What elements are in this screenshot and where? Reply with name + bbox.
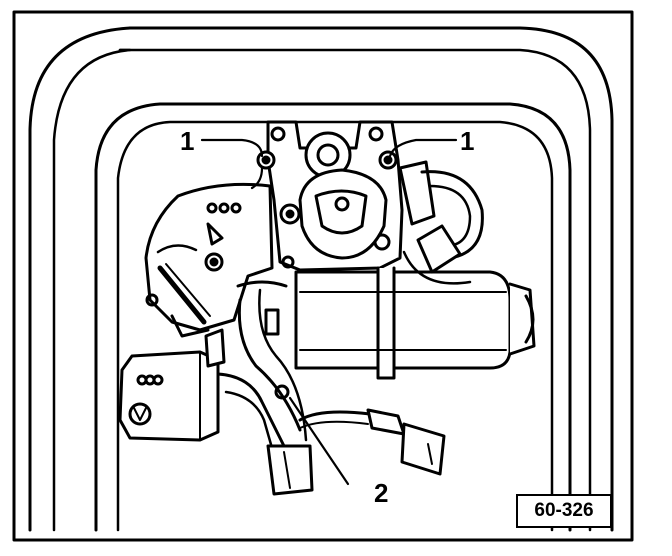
leader-line-2 [288,396,350,486]
wiring-right [398,160,484,285]
spindle-crank [298,131,388,260]
callout-1-right: 1 [460,126,474,156]
motor-body [294,266,536,380]
gearbox-housing [144,182,274,338]
figure-reference-label: 60-326 [534,500,594,521]
tailgate-frame [12,10,634,542]
leader-lines [200,138,458,486]
figure-reference: 60-326 [516,494,612,528]
callout-2: 2 [374,478,388,508]
wiring-harness [216,280,446,496]
callout-1-left: 1 [180,126,194,156]
leader-line-1-right [388,138,458,158]
leader-line-1-left [200,138,264,158]
plug-connector [118,328,226,442]
